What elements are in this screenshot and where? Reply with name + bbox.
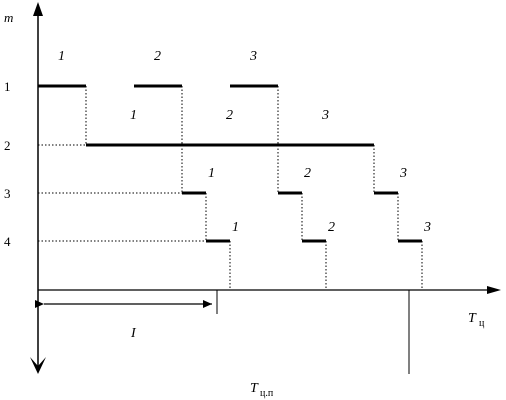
operation-label: 3 <box>249 49 257 64</box>
operation-label: 2 <box>226 108 233 123</box>
operation-label: 3 <box>321 108 329 123</box>
operation-label: 2 <box>304 166 311 181</box>
operation-label: 1 <box>208 166 215 181</box>
y-axis-bottom-arrow <box>30 357 46 374</box>
y-tick-label: 1 <box>4 79 11 94</box>
x-axis-arrow <box>487 286 501 294</box>
y-tick-label: 2 <box>4 138 11 153</box>
bottom-label: T <box>250 381 259 396</box>
operation-label: 1 <box>232 220 239 235</box>
y-tick-label: 3 <box>4 186 11 201</box>
y-axis-arrow <box>33 2 43 16</box>
operation-label: 1 <box>130 108 137 123</box>
interval-label: I <box>130 326 137 341</box>
operation-label: 3 <box>399 166 407 181</box>
y-tick-label: 4 <box>4 234 11 249</box>
y-axis-label: m <box>4 10 13 25</box>
operation-label: 2 <box>154 49 161 64</box>
bottom-label-sub: ц.п <box>260 388 274 399</box>
operation-label: 3 <box>423 220 431 235</box>
operation-label: 1 <box>58 49 65 64</box>
x-axis-label: T <box>468 311 477 326</box>
operation-label: 2 <box>328 220 335 235</box>
x-axis-label-sub: ц <box>479 318 485 329</box>
